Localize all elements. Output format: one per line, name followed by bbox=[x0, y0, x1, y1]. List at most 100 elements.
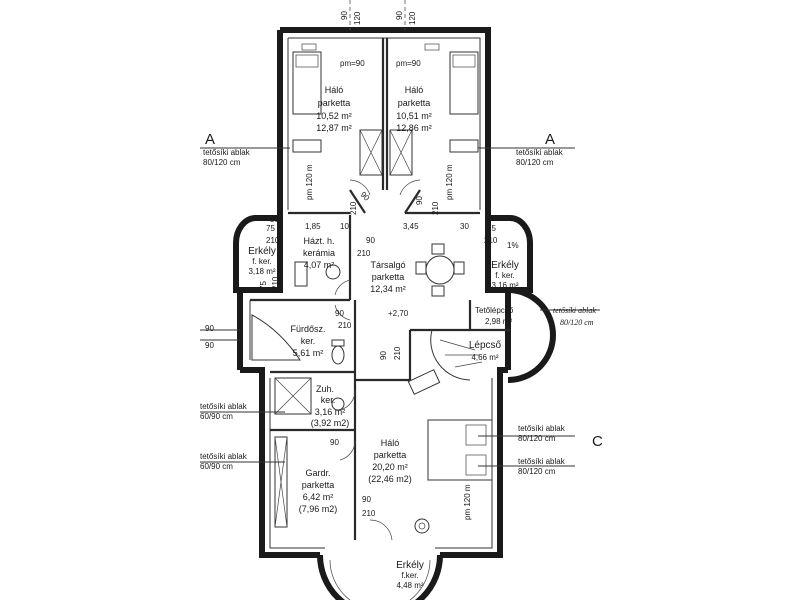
room-zuh-floor: ker. bbox=[321, 395, 336, 405]
room-halo-main-name: Háló bbox=[381, 438, 400, 448]
room-tarsalgo-area: 12,34 m² bbox=[370, 284, 406, 294]
room-halo-main-area2: (22,46 m2) bbox=[368, 474, 412, 484]
room-zuh-name: Zuh. bbox=[316, 384, 334, 394]
dim-30-left: 30 bbox=[270, 215, 279, 224]
door-swings bbox=[334, 179, 421, 541]
dim-30-right: 30 bbox=[460, 222, 469, 231]
window-right-top-size: 80/120 cm bbox=[516, 158, 554, 167]
dim-top-90-a: 90 bbox=[340, 11, 349, 20]
window-right-low-size: 80/120 cm bbox=[518, 467, 556, 476]
room-lepcso-area: 4,66 m² bbox=[471, 353, 498, 362]
room-tarsalgo-name: Társalgó bbox=[370, 260, 405, 270]
outer-walls bbox=[232, 27, 556, 600]
room-lepcso-name: Lépcső bbox=[469, 340, 502, 351]
room-halo-left-floor: parketta bbox=[318, 98, 351, 108]
leader-lines bbox=[200, 0, 600, 467]
room-erkely-right-floor: f. ker. bbox=[495, 271, 515, 280]
dim-top-120-a: 120 bbox=[353, 11, 362, 25]
dim-1pct: 1% bbox=[507, 241, 519, 250]
furniture bbox=[251, 43, 493, 600]
window-right-top-label: tetősíki ablak bbox=[516, 148, 564, 157]
window-right-hand-label: tetősíki ablak bbox=[553, 306, 596, 315]
room-erkely-left-name: Erkély bbox=[248, 246, 276, 257]
dim-top-120-b: 120 bbox=[408, 11, 417, 25]
dim-pm-120-c: pm 120 m bbox=[463, 484, 472, 520]
level-mark: +2,70 bbox=[388, 309, 409, 318]
dim-75-left: 75 bbox=[266, 224, 275, 233]
dim-210-lepcso: 210 bbox=[393, 346, 402, 360]
dim-pm-right: pm=90 bbox=[396, 59, 421, 68]
dim-210-bottom: 210 bbox=[362, 509, 376, 518]
room-halo-left-name: Háló bbox=[325, 85, 344, 95]
dim-345: 3,45 bbox=[403, 222, 419, 231]
room-halo-left-area2: 12,87 m² bbox=[316, 123, 352, 133]
dim-90-tars: 90 bbox=[366, 236, 375, 245]
dim-210-erk-right: 210 bbox=[484, 236, 498, 245]
room-hazt-name: Házt. h. bbox=[303, 236, 334, 246]
dim-90-lepcso: 90 bbox=[379, 351, 388, 360]
room-erkely-bottom-name: Erkély bbox=[396, 560, 424, 571]
dim-pm-120-b: pm 120 m bbox=[445, 164, 454, 200]
room-zuh-area1: 3,16 m² bbox=[315, 407, 346, 417]
interior-walls bbox=[250, 38, 510, 540]
room-erkely-right-name: Erkély bbox=[491, 260, 519, 271]
room-halo-right-area1: 10,51 m² bbox=[396, 111, 432, 121]
room-zuh-area2: (3,92 m2) bbox=[311, 418, 350, 428]
dim-75-right: 75 bbox=[487, 224, 496, 233]
room-teto-name: Tetőlépcső bbox=[475, 306, 514, 315]
window-left-top-size: 80/120 cm bbox=[203, 158, 241, 167]
room-halo-main-area1: 20,20 m² bbox=[372, 462, 408, 472]
dim-90-corr-right: 90 bbox=[415, 196, 424, 205]
room-erkely-left-area: 3,18 m² bbox=[248, 267, 275, 276]
dim-10: 10 bbox=[340, 222, 349, 231]
room-furdo-area: 5,61 m² bbox=[293, 348, 324, 358]
dim-90-left-b: 90 bbox=[205, 341, 214, 350]
room-halo-left-area1: 10,52 m² bbox=[316, 111, 352, 121]
room-erkely-right-area: 3,16 m² bbox=[491, 281, 518, 290]
room-erkely-bottom-floor: f.ker. bbox=[401, 571, 418, 580]
room-furdo-floor: ker. bbox=[301, 336, 316, 346]
window-right-mid-label: tetősíki ablak bbox=[518, 424, 566, 433]
dim-210-corr-right: 210 bbox=[431, 201, 440, 215]
window-left-mid-label: tetősíki ablak bbox=[200, 402, 248, 411]
section-c: C bbox=[592, 433, 603, 450]
dim-90-zuh: 90 bbox=[330, 438, 339, 447]
room-erkely-bottom-area: 4,48 m² bbox=[396, 581, 423, 590]
room-hazt-area: 4,07 m² bbox=[304, 260, 335, 270]
dim-210-furdo: 210 bbox=[338, 321, 352, 330]
room-halo-main-floor: parketta bbox=[374, 450, 407, 460]
window-right-mid-size: 80/120 cm bbox=[518, 434, 556, 443]
dim-top-90-b: 90 bbox=[395, 11, 404, 20]
dim-75-vert: 75 bbox=[259, 281, 268, 290]
dim-pm-left: pm=90 bbox=[340, 59, 365, 68]
room-gardr-area2: (7,96 m2) bbox=[299, 504, 338, 514]
room-tarsalgo-floor: parketta bbox=[372, 272, 405, 282]
window-left-low-size: 60/90 cm bbox=[200, 462, 233, 471]
window-right-low-label: tetősíki ablak bbox=[518, 457, 566, 466]
window-left-low-label: tetősíki ablak bbox=[200, 452, 248, 461]
dim-90-furdo: 90 bbox=[335, 309, 344, 318]
dim-210-vert: 210 bbox=[271, 276, 280, 290]
room-erkely-left-floor: f. ker. bbox=[252, 257, 272, 266]
window-right-hand-size: 80/120 cm bbox=[560, 318, 594, 327]
window-left-mid-size: 60/90 cm bbox=[200, 412, 233, 421]
room-halo-right-area2: 12,86 m² bbox=[396, 123, 432, 133]
section-a-left: A bbox=[205, 131, 215, 148]
room-gardr-area1: 6,42 m² bbox=[303, 492, 334, 502]
dim-90-corr-left: 90 bbox=[359, 190, 372, 203]
dim-90-bottom: 90 bbox=[362, 495, 371, 504]
dim-90-left-a: 90 bbox=[205, 324, 214, 333]
room-teto-area: 2,98 m² bbox=[485, 317, 512, 326]
room-halo-right-floor: parketta bbox=[398, 98, 431, 108]
room-hazt-floor: kerámia bbox=[303, 248, 335, 258]
room-halo-right-name: Háló bbox=[405, 85, 424, 95]
window-left-top-label: tetősíki ablak bbox=[203, 148, 251, 157]
room-furdo-name: Fürdősz. bbox=[290, 324, 325, 334]
room-gardr-name: Gardr. bbox=[305, 468, 330, 478]
section-a-right: A bbox=[545, 131, 555, 148]
dim-210-corr-left: 210 bbox=[349, 201, 358, 215]
dim-210-erk-left: 210 bbox=[266, 236, 280, 245]
dim-210-tars: 210 bbox=[357, 249, 371, 258]
room-gardr-floor: parketta bbox=[302, 480, 335, 490]
